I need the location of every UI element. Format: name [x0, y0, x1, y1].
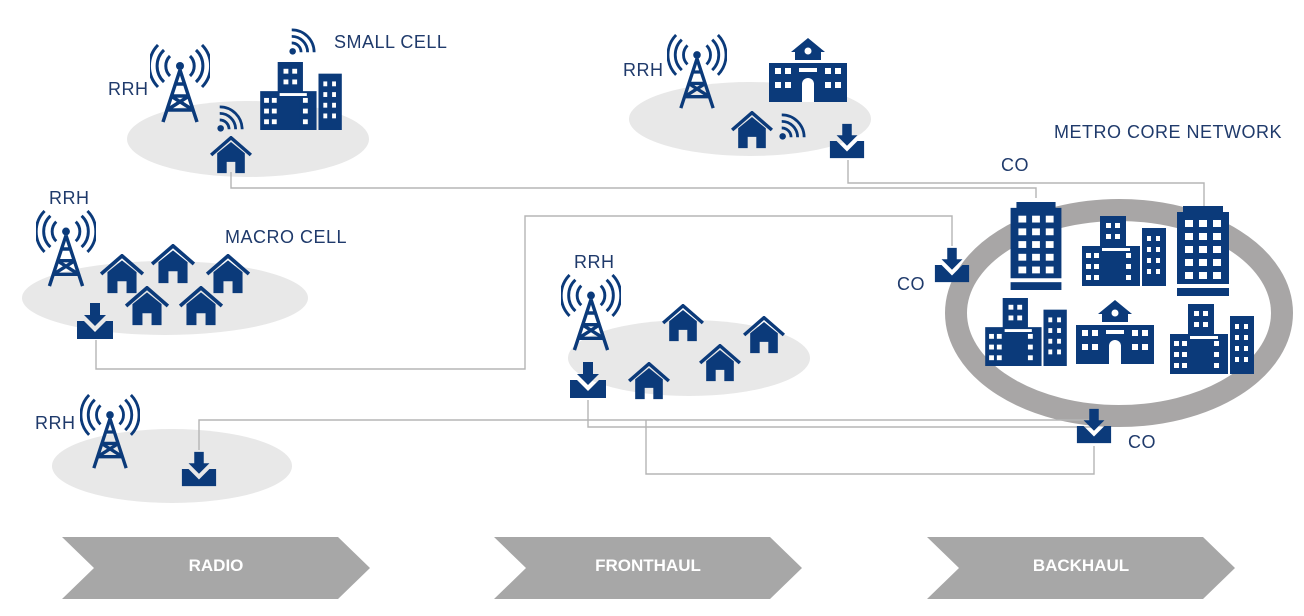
small-cell-label: SMALL CELL — [334, 32, 448, 52]
stage-radio: RADIO — [62, 537, 370, 599]
wifi-icon — [287, 28, 316, 56]
stage-fronthaul: FRONTHAUL — [494, 537, 802, 599]
chevron-shape — [927, 537, 1235, 599]
co-label: CO — [1128, 432, 1156, 452]
co-label: CO — [897, 274, 925, 294]
building-cluster-icon — [1082, 216, 1166, 286]
tall-building-icon — [1173, 206, 1233, 296]
fronthaul-area — [568, 320, 810, 396]
stage-label: FRONTHAUL — [595, 556, 701, 575]
building-cluster-icon — [260, 62, 342, 130]
stage-label: RADIO — [188, 556, 244, 575]
stage-label: BACKHAUL — [1032, 556, 1130, 575]
co-icon — [934, 247, 970, 283]
building-cluster-icon — [985, 298, 1067, 366]
link-fronthaul-to-co-2 — [645, 420, 1095, 475]
bottom-left-area — [52, 429, 292, 503]
metro-core-ring — [945, 199, 1293, 427]
chevron-shape — [494, 537, 802, 599]
rrh-label: RRH — [574, 252, 615, 272]
stage-backhaul: BACKHAUL — [927, 537, 1235, 599]
link-small-cell-to-co — [230, 172, 1037, 198]
rrh-label: RRH — [108, 79, 149, 99]
building-cluster-icon — [1170, 304, 1254, 374]
link-fronthaul-to-co — [587, 400, 1094, 428]
link-top-to-metro — [847, 160, 1205, 206]
school-icon — [769, 38, 847, 102]
rrh-label: RRH — [49, 188, 90, 208]
tall-building-icon — [1006, 202, 1066, 290]
rrh-label: RRH — [623, 60, 664, 80]
co-label: CO — [1001, 155, 1029, 175]
chevron-shape — [62, 537, 370, 599]
metro-core-label: METRO CORE NETWORK — [1054, 122, 1282, 142]
link-macro-to-co — [95, 215, 953, 370]
macro-cell-label: MACRO CELL — [225, 227, 348, 247]
school-icon — [1076, 300, 1154, 364]
rrh-label: RRH — [35, 413, 76, 433]
